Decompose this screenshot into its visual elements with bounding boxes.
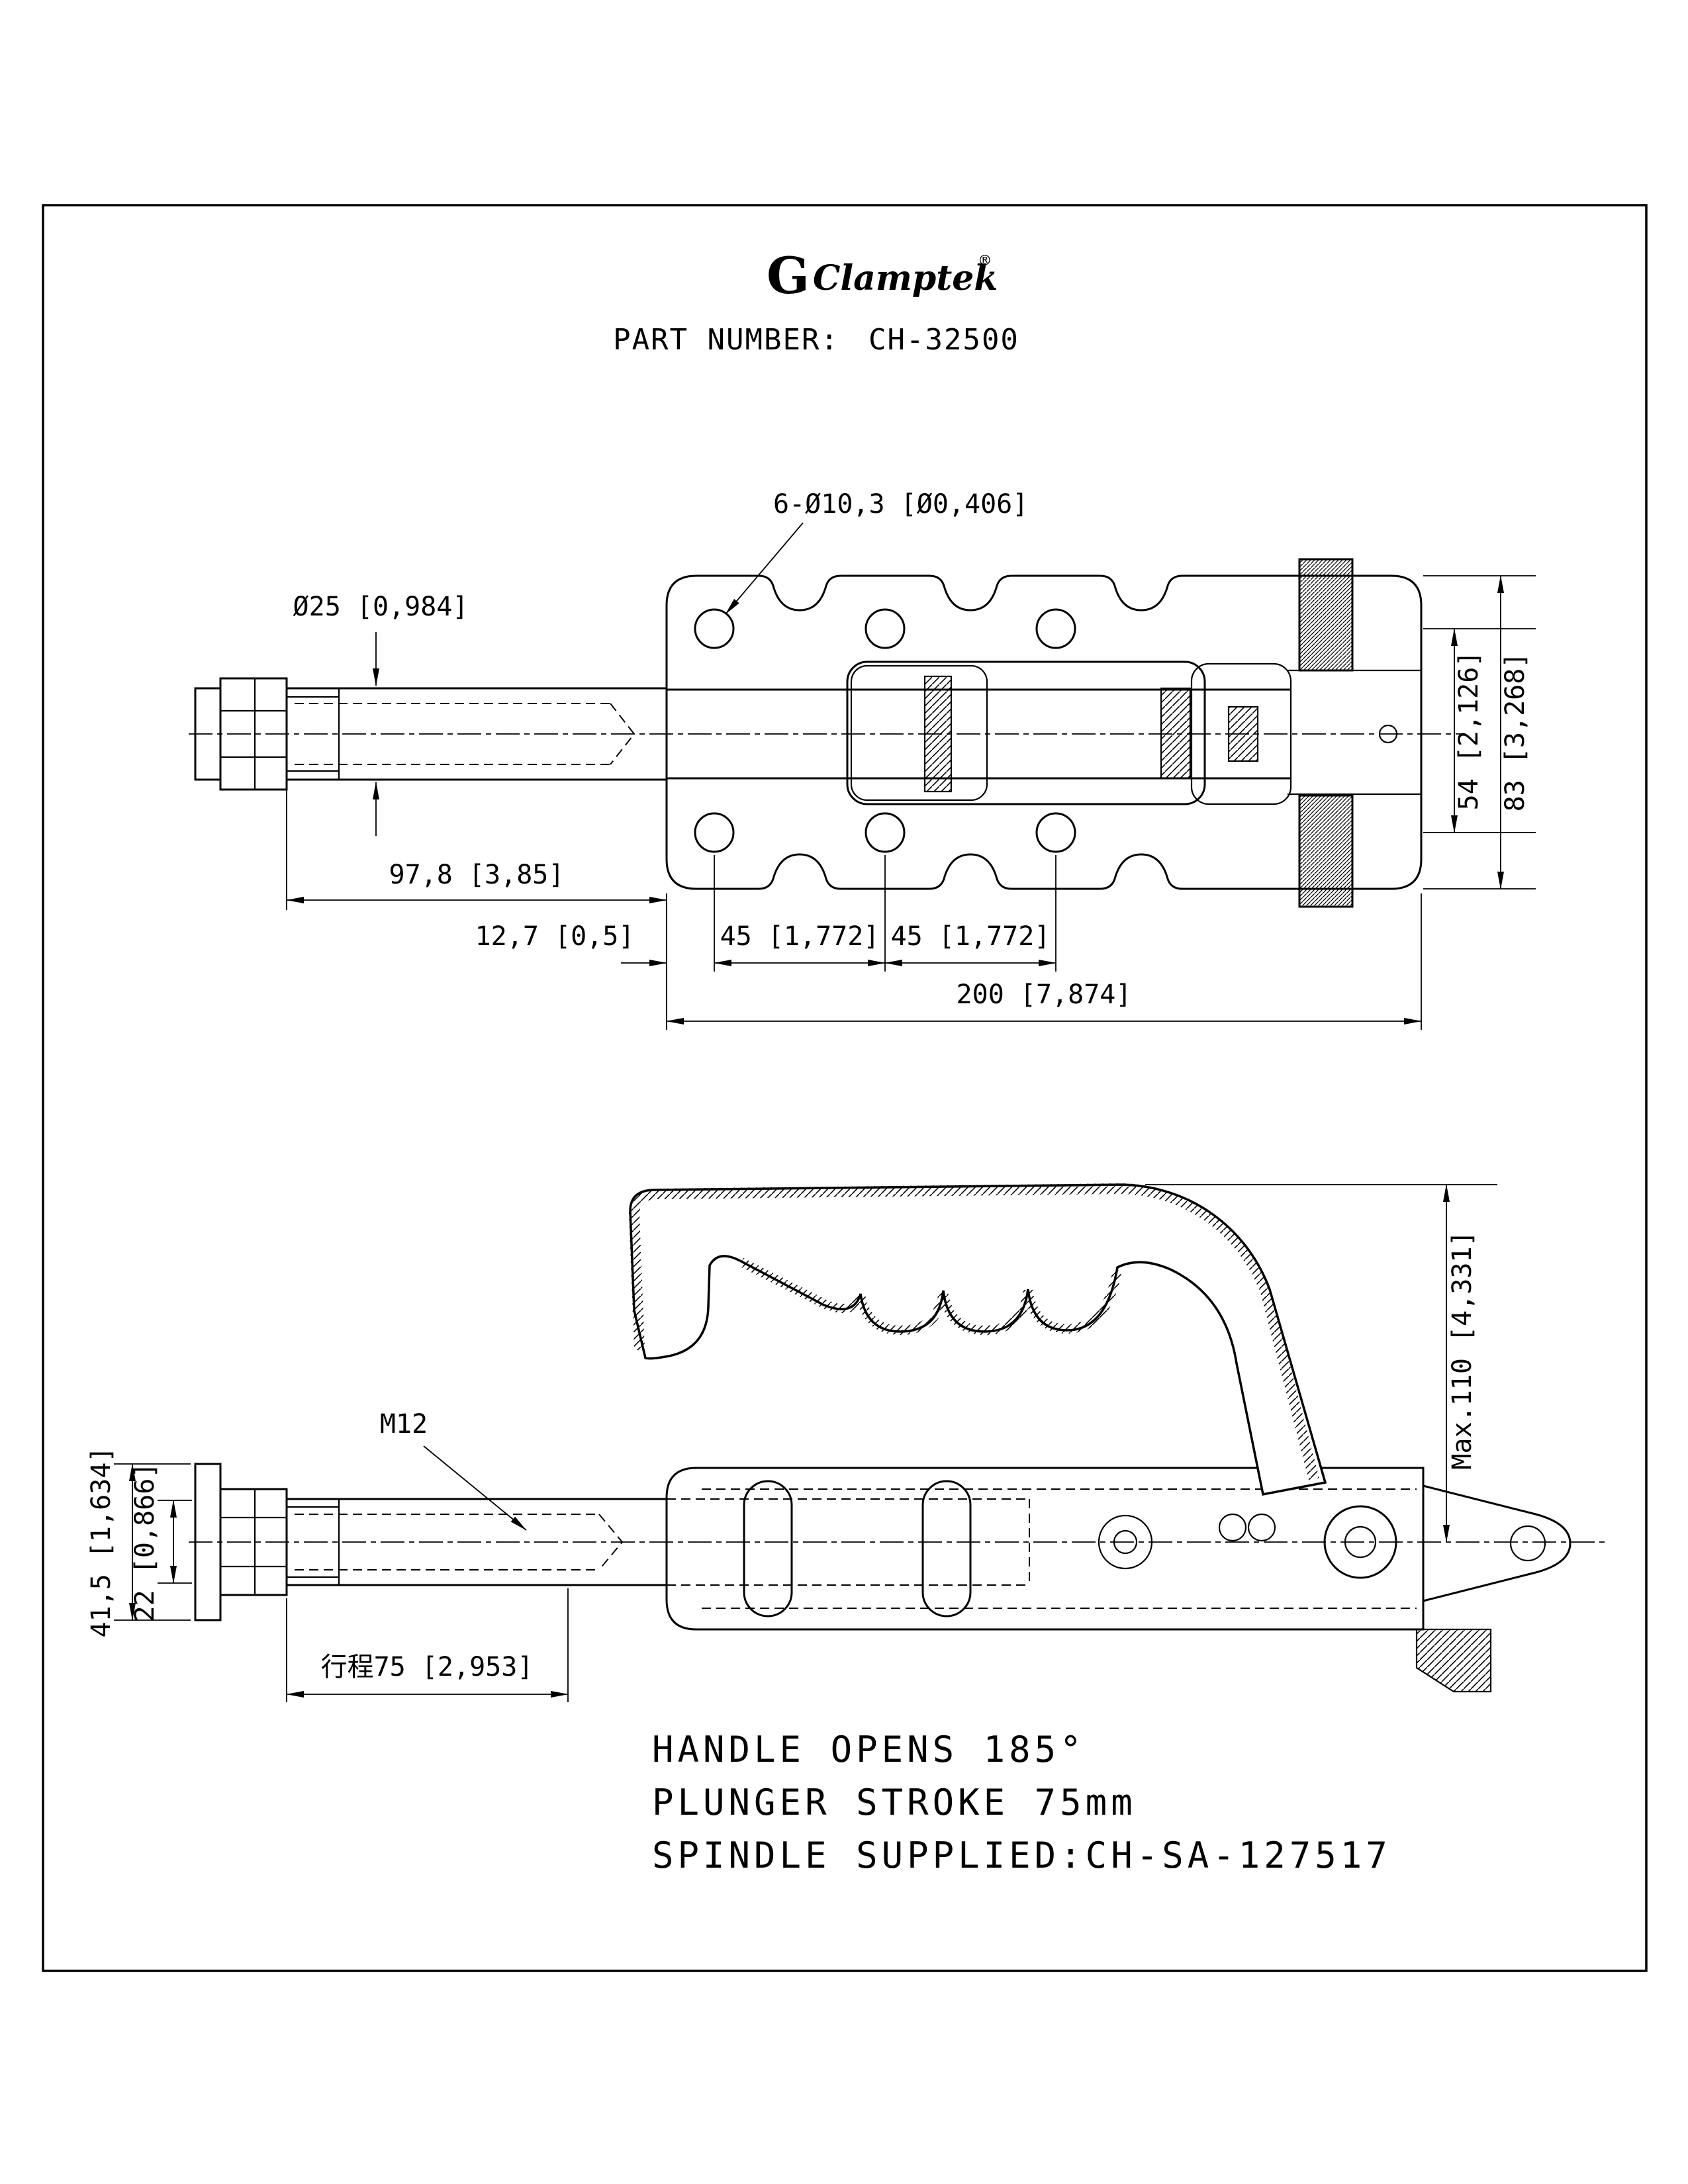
- header-block: G Clamptek ® PART NUMBER: CH-32500: [613, 246, 1019, 357]
- dim-thread-label: M12: [380, 1409, 428, 1439]
- dim-hole-pitch2-label: 45 [1,772]: [891, 921, 1051, 952]
- part-number-label: PART NUMBER:: [613, 323, 839, 357]
- dim-flange-height-label: 41,5 [1,634]: [86, 1447, 117, 1638]
- brand-name: Clamptek: [813, 258, 998, 298]
- dim-inner-height-label: 54 [2,126]: [1454, 651, 1484, 811]
- handle-section-top: [1298, 558, 1354, 672]
- dim-outer-height-label: 83 [3,268]: [1500, 653, 1530, 812]
- dim-rod-dia-label: Ø25 [0,984]: [293, 592, 469, 622]
- dim-max-height-label: Max.110 [4,331]: [1447, 1230, 1477, 1469]
- registered-icon: ®: [980, 251, 990, 271]
- side-view-handle: [628, 1183, 1397, 1579]
- dim-stroke-label: 行程75 [2,953]: [321, 1652, 534, 1682]
- base-slot: [743, 1480, 793, 1617]
- side-view: M12 Max.110 [4,331] 41,5 [1,634] 22 [0,8…: [86, 1183, 1605, 1702]
- handle-grip-texture: [628, 1183, 1319, 1480]
- top-view-dimension-lines: [286, 522, 1536, 1030]
- dim-rod-length-label: 97,8 [3,85]: [389, 860, 565, 890]
- dim-hole-pitch1-label: 45 [1,772]: [720, 921, 880, 952]
- part-number-value: CH-32500: [868, 323, 1019, 357]
- top-view-holes: [694, 608, 1076, 853]
- side-view-base-holes: [1098, 1513, 1276, 1570]
- dim-holes-label: 6-Ø10,3 [Ø0,406]: [773, 489, 1028, 520]
- dim-edge-offset-label: 12,7 [0,5]: [475, 921, 635, 952]
- top-view-mechanism: [667, 558, 1421, 908]
- dim-rod-height-label: 22 [0,866]: [130, 1463, 160, 1622]
- note-handle-opens: HANDLE OPENS 185°: [652, 1729, 1086, 1770]
- base-slot: [921, 1480, 972, 1617]
- handle-grip-texture: [739, 1257, 1122, 1336]
- mounting-foot: [1415, 1628, 1492, 1693]
- top-view: 6-Ø10,3 [Ø0,406] Ø25 [0,984] 54 [2,126] …: [189, 489, 1536, 1030]
- note-spindle-supplied: SPINDLE SUPPLIED:CH-SA-127517: [652, 1835, 1391, 1876]
- top-view-body: [665, 574, 1423, 890]
- note-plunger-stroke: PLUNGER STROKE 75mm: [652, 1782, 1137, 1823]
- drawing-frame: [42, 204, 1648, 1972]
- side-view-hidden-lines: [667, 1488, 1417, 1609]
- side-view-dimension-lines: [114, 1184, 1497, 1702]
- notes-block: HANDLE OPENS 185° PLUNGER STROKE 75mm SP…: [652, 1729, 1391, 1876]
- brand-mark-icon: G: [767, 246, 810, 305]
- dim-body-length-label: 200 [7,874]: [957, 979, 1132, 1010]
- side-view-clevis: [1415, 1484, 1571, 1693]
- handle-section-bottom: [1298, 794, 1354, 908]
